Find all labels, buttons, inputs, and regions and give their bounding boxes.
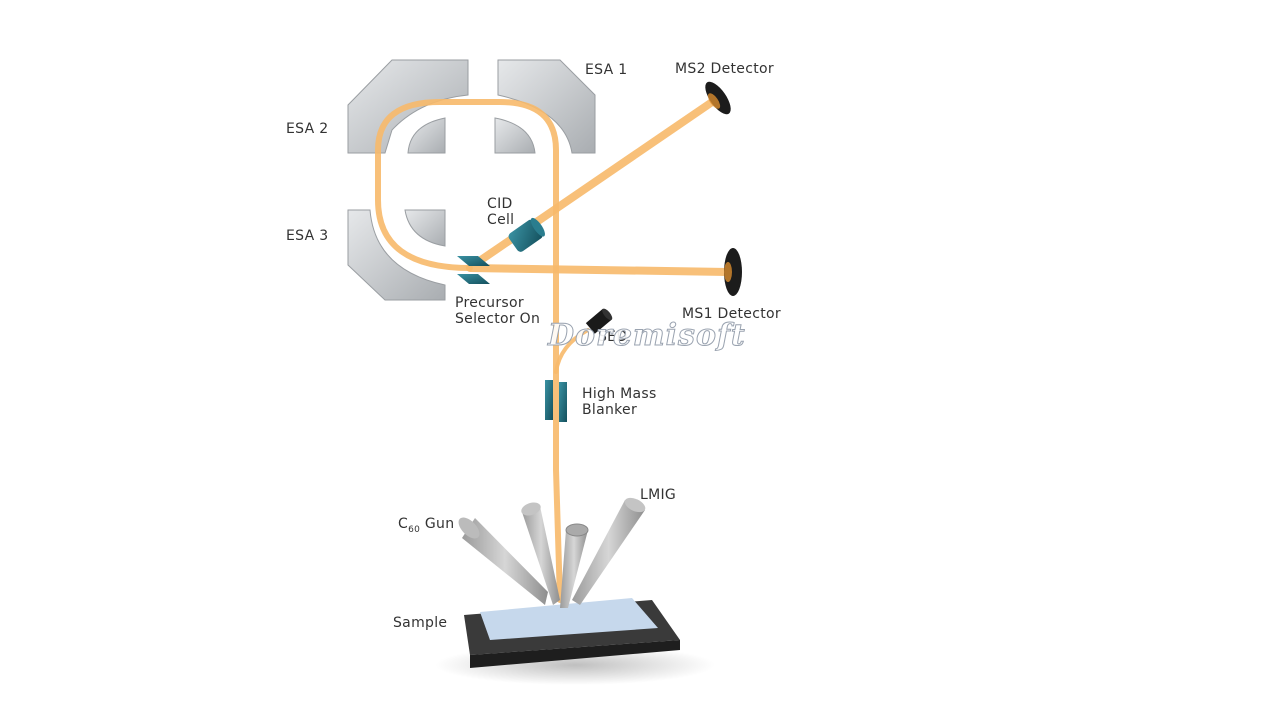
esa2-label: ESA 2 — [286, 121, 329, 137]
sed-detector — [585, 308, 613, 334]
sed-beam — [554, 328, 590, 374]
precursor-selector — [457, 256, 490, 284]
hmb-label-line1: High Mass — [582, 386, 657, 402]
ms2-detector-label: MS2 Detector — [675, 61, 774, 77]
cid-label-line2: Cell — [487, 212, 515, 228]
ms1-detector — [724, 248, 742, 296]
gun-3 — [560, 530, 588, 608]
esa3-inner-plate — [404, 209, 446, 247]
precursor-label-line2: Selector On — [455, 311, 541, 327]
c60-gun — [462, 518, 548, 605]
c60-subscript: 60 — [408, 524, 421, 535]
esa1-inner-plate — [494, 117, 536, 154]
watermark: Doremisoft — [548, 318, 746, 354]
lmig-gun — [572, 500, 645, 605]
esa2-inner-plate — [407, 117, 446, 154]
ion-guns — [458, 497, 646, 608]
high-mass-blanker — [545, 380, 567, 422]
sample-stage — [464, 598, 680, 668]
cid-cell — [508, 217, 545, 252]
esa1-outer-plate — [497, 59, 596, 154]
ms2-detector — [705, 81, 731, 115]
esa1-label: ESA 1 — [585, 62, 628, 78]
esa3-outer-plate — [347, 209, 446, 301]
c60-gun-label: C60 Gun — [398, 516, 454, 538]
ms1-beam — [466, 264, 732, 276]
ms1-detector-label: MS1 Detector — [682, 306, 781, 322]
hmb-label-line2: Blanker — [582, 402, 638, 418]
esa3-label: ESA 3 — [286, 228, 329, 244]
sample-label: Sample — [393, 615, 448, 631]
main-loop-beam — [375, 99, 563, 603]
precursor-label-line1: Precursor — [455, 295, 524, 311]
c60-suffix: Gun — [420, 516, 455, 532]
sed-label: SED — [598, 329, 628, 345]
c60-prefix: C — [398, 516, 409, 532]
lmig-label: LMIG — [640, 487, 677, 503]
gun-2 — [522, 506, 560, 605]
cid-label-line1: CID — [487, 196, 513, 212]
